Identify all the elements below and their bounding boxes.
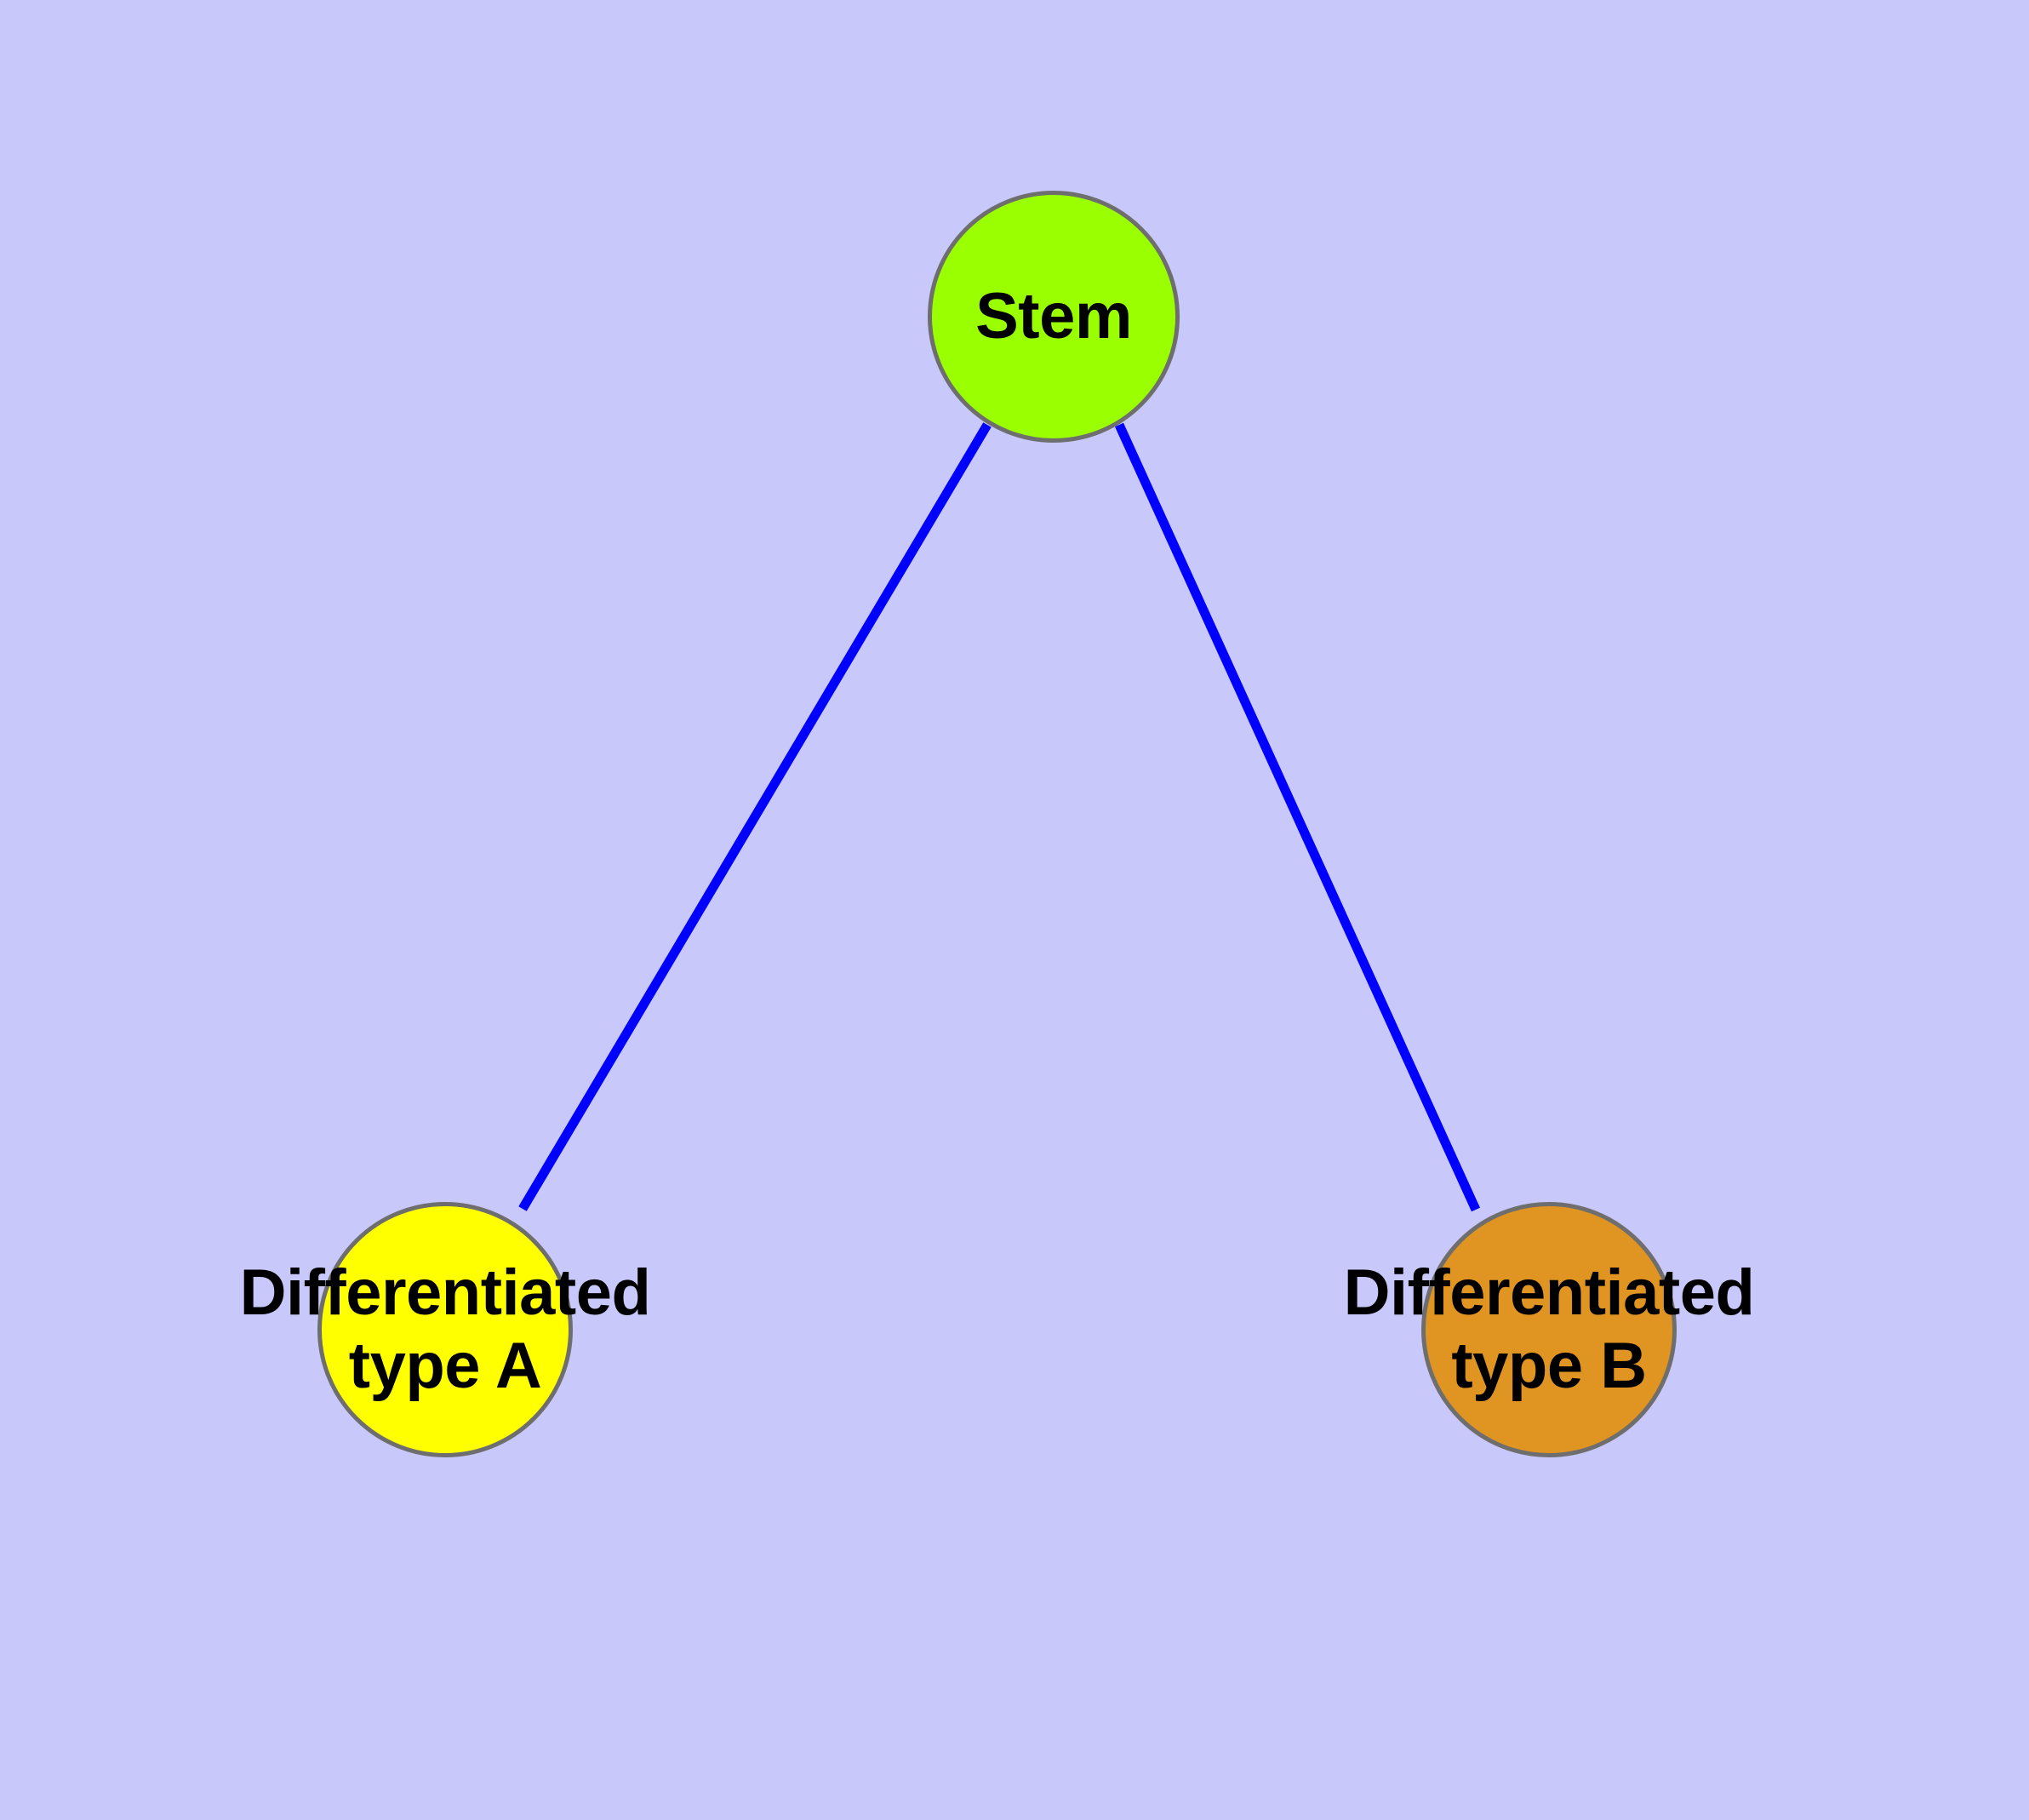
edge-stem-to-differentiated-type-a bbox=[518, 422, 992, 1211]
edge-stem-to-differentiated-type-b bbox=[1114, 422, 1481, 1212]
node-stem[interactable] bbox=[928, 191, 1180, 443]
node-differentiated-type-b[interactable] bbox=[1421, 1202, 1677, 1457]
node-differentiated-type-a[interactable] bbox=[317, 1202, 573, 1457]
